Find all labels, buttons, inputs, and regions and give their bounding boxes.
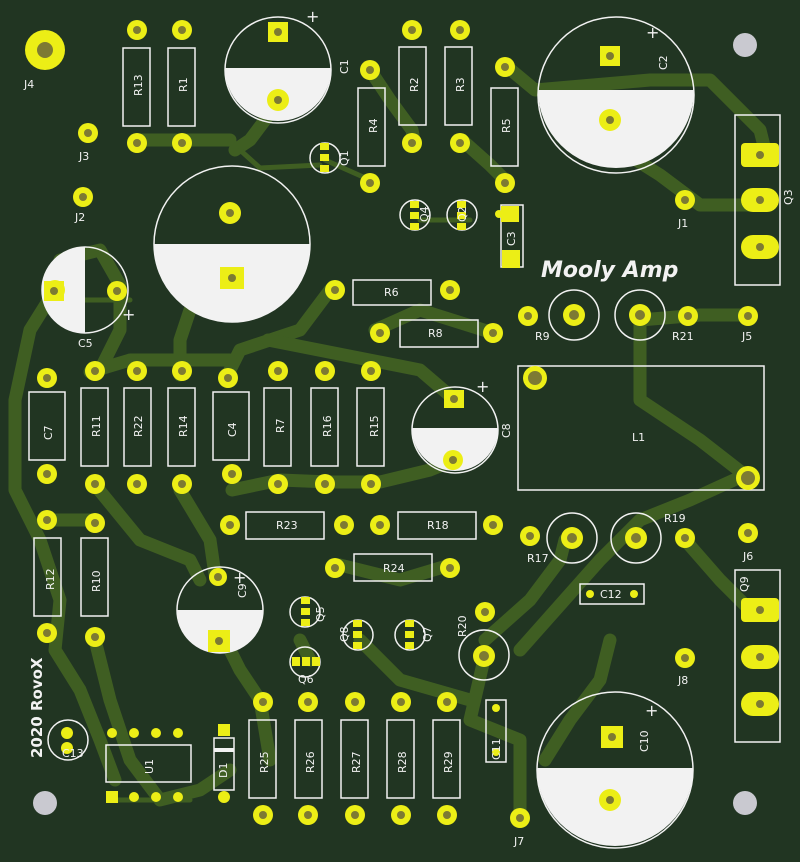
designator-labels: J4 J3 J2 J1 J5 J6 J8 J7 C5 R6 R8 R9 R21 … [23, 78, 753, 848]
label-C13: C13 [62, 747, 84, 760]
svg-text:R29: R29 [442, 751, 455, 773]
svg-text:D1: D1 [217, 763, 230, 778]
label-J8: J8 [677, 674, 688, 687]
svg-text:Q1: Q1 [338, 150, 351, 166]
label-L1: L1 [632, 431, 645, 444]
mount-hole-bl [33, 791, 57, 815]
svg-text:+: + [476, 377, 489, 396]
label-R18: R18 [427, 519, 449, 532]
svg-text:R16: R16 [321, 415, 334, 437]
svg-text:+: + [306, 7, 319, 26]
board-title: Mooly Amp [541, 258, 678, 283]
svg-text:Q4: Q4 [418, 206, 431, 222]
svg-text:Q9: Q9 [738, 576, 751, 592]
svg-text:R27: R27 [350, 751, 363, 773]
svg-text:Q2: Q2 [456, 206, 469, 222]
svg-text:R4: R4 [367, 118, 380, 133]
svg-text:R15: R15 [368, 415, 381, 437]
svg-text:R12: R12 [44, 568, 57, 590]
label-R19: R19 [664, 512, 686, 525]
svg-text:C1: C1 [338, 59, 351, 74]
mount-hole-tr [733, 33, 757, 57]
svg-text:Q7: Q7 [421, 626, 434, 642]
label-J7: J7 [513, 835, 524, 848]
svg-text:R25: R25 [258, 751, 271, 773]
label-J1: J1 [677, 217, 688, 230]
svg-text:R11: R11 [90, 415, 103, 437]
svg-text:R5: R5 [500, 118, 513, 133]
svg-text:R13: R13 [132, 74, 145, 96]
svg-text:C9: C9 [236, 583, 249, 598]
label-R23: R23 [276, 519, 298, 532]
svg-text:Q3: Q3 [782, 189, 795, 205]
svg-text:C10: C10 [638, 730, 651, 752]
svg-text:+: + [645, 701, 658, 720]
svg-text:R26: R26 [304, 751, 317, 773]
svg-text:C11: C11 [490, 738, 503, 760]
label-R8: R8 [428, 327, 443, 340]
mounting-holes [33, 33, 757, 815]
svg-text:C3: C3 [505, 231, 518, 246]
svg-text:+: + [193, 298, 206, 317]
label-R21: R21 [672, 330, 694, 343]
label-J2: J2 [74, 211, 85, 224]
label-C12: C12 [600, 588, 622, 601]
label-R9: R9 [535, 330, 550, 343]
svg-text:R14: R14 [177, 415, 190, 437]
label-J4: J4 [23, 78, 34, 91]
label-R17: R17 [527, 552, 549, 565]
svg-text:R28: R28 [396, 751, 409, 773]
label-R24: R24 [383, 562, 405, 575]
drill-holes [37, 26, 764, 822]
mount-hole-br [733, 791, 757, 815]
svg-text:C2: C2 [657, 55, 670, 70]
svg-text:R7: R7 [274, 418, 287, 433]
svg-text:R2: R2 [408, 77, 421, 92]
board-credit: 2020 RovoX [28, 657, 46, 758]
svg-text:R3: R3 [454, 77, 467, 92]
svg-text:+: + [646, 23, 659, 42]
svg-text:R10: R10 [90, 570, 103, 592]
svg-text:+: + [122, 305, 135, 324]
designator-labels-vertical: R13 R1 C1 R2 R3 R4 R5 C2 Q1 Q4 Q2 C3 C6 … [42, 55, 795, 778]
svg-text:R22: R22 [132, 415, 145, 437]
svg-text:Q8: Q8 [338, 626, 351, 642]
label-J6: J6 [742, 550, 753, 563]
svg-text:R1: R1 [177, 77, 190, 92]
label-J3: J3 [78, 150, 89, 163]
svg-text:C7: C7 [42, 425, 55, 440]
svg-text:U1: U1 [143, 759, 156, 774]
svg-text:C8: C8 [500, 423, 513, 438]
polarity-marks: + + + + + + + [122, 7, 659, 720]
svg-text:C6: C6 [160, 247, 173, 262]
svg-text:+: + [233, 568, 246, 587]
label-Q6: Q6 [298, 673, 314, 686]
svg-text:R20: R20 [456, 615, 469, 637]
label-R6: R6 [384, 286, 399, 299]
svg-text:Q5: Q5 [314, 606, 327, 622]
label-J5: J5 [741, 330, 752, 343]
label-C5: C5 [78, 337, 93, 350]
svg-text:C4: C4 [226, 422, 239, 437]
